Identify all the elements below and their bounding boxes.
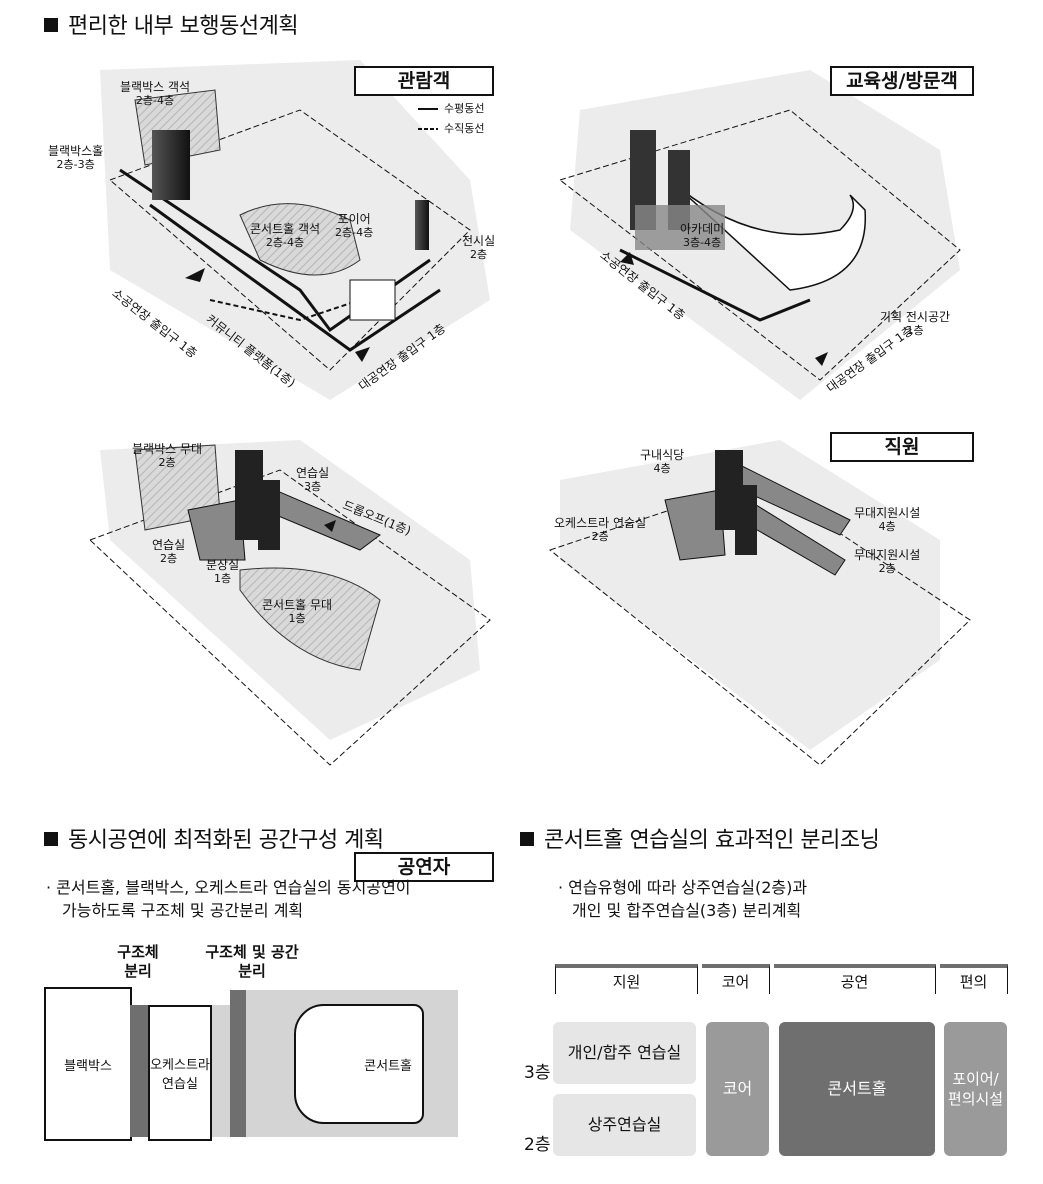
block-concert: 콘서트홀 xyxy=(779,1022,935,1156)
block-core: 코어 xyxy=(706,1022,769,1156)
staff-diagram xyxy=(548,440,971,766)
legend-lines xyxy=(418,108,438,130)
separator-structure xyxy=(130,1005,148,1137)
audience-diagram xyxy=(100,60,490,400)
legend-horizontal: 수평동선 xyxy=(444,102,485,115)
col-core: 코어 xyxy=(702,964,770,994)
separator-gap xyxy=(212,1005,230,1137)
section3-heading: 콘서트홀 연습실의 효과적인 분리조닝 xyxy=(520,822,880,854)
page-title: 편리한 내부 보행동선계획 xyxy=(44,8,299,40)
concert-area: 콘서트홀 xyxy=(246,990,458,1137)
zoning-header: 지원 코어 공연 편의 xyxy=(555,964,1008,994)
bullet-square-icon xyxy=(44,18,58,32)
tag-audience: 관람객 xyxy=(354,66,494,96)
bullet-square-icon xyxy=(520,832,534,846)
bullet-square-icon xyxy=(44,832,58,846)
separation-diagram: 구조체 분리 구조체 및 공간 분리 블랙박스 오케스트라 연습실 콘서트홀 xyxy=(44,935,464,1155)
section2-bullet: · 콘서트홀, 블랙박스, 오케스트라 연습실의 동시공연이 가능하도록 구조체… xyxy=(46,878,411,920)
tag-education: 교육생/방문객 xyxy=(830,66,974,96)
section2-heading: 동시공연에 최적화된 공간구성 계획 xyxy=(44,822,384,854)
tag-staff: 직원 xyxy=(830,432,974,462)
block-practice-2f: 상주연습실 xyxy=(553,1094,696,1156)
block-foyer: 포이어/ 편의시설 xyxy=(944,1022,1007,1156)
room-blackbox: 블랙박스 xyxy=(44,987,132,1141)
legend-vertical: 수직동선 xyxy=(444,122,485,135)
tag-performer: 공연자 xyxy=(354,852,494,882)
col-performance: 공연 xyxy=(774,964,936,994)
col-support: 지원 xyxy=(555,964,698,994)
education-diagram xyxy=(558,70,961,400)
col-convenience: 편의 xyxy=(940,964,1008,994)
floor-2f: 2층 xyxy=(524,1135,551,1155)
sep1-label: 구조체 분리 xyxy=(117,943,159,980)
floor-3f: 3층 xyxy=(524,1063,551,1083)
separator-structure2 xyxy=(230,990,246,1137)
performer-diagram xyxy=(89,440,491,766)
block-practice-3f: 개인/합주 연습실 xyxy=(553,1022,696,1084)
section3-bullet: · 연습유형에 따라 상주연습실(2층)과 개인 및 합주연습실(3층) 분리계… xyxy=(558,878,808,920)
sep2-label: 구조체 및 공간 분리 xyxy=(205,943,299,980)
room-concert: 콘서트홀 xyxy=(294,1004,424,1124)
room-orchestra: 오케스트라 연습실 xyxy=(148,1005,212,1141)
